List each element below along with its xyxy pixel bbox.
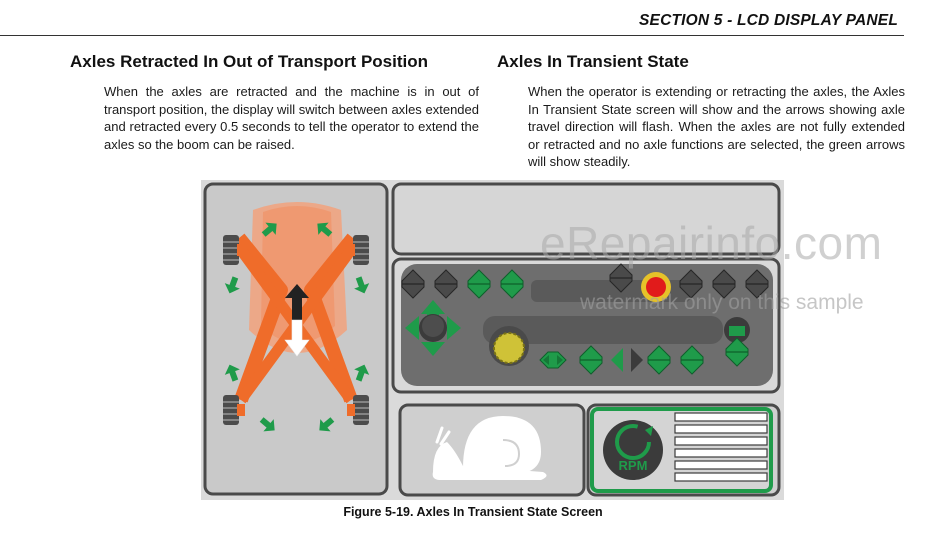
section-title: SECTION 5 - LCD DISPLAY PANEL xyxy=(639,12,898,29)
figure-caption: Figure 5-19. Axles In Transient State Sc… xyxy=(343,505,603,519)
rpm-level-bars xyxy=(674,412,768,482)
snail-icon xyxy=(432,416,547,480)
bottom-row-buttons xyxy=(539,345,704,375)
right-joystick xyxy=(724,317,750,367)
lcd-figure: RPM xyxy=(201,180,784,500)
yellow-knob xyxy=(489,326,529,366)
left-joystick xyxy=(405,300,461,356)
left-paragraph: When the axles are retracted and the mac… xyxy=(104,84,479,152)
rpm-icon: RPM xyxy=(603,420,663,480)
machine-axle-icon xyxy=(222,202,372,437)
header-rule xyxy=(0,35,904,36)
emergency-stop-icon xyxy=(641,272,671,302)
right-heading: Axles In Transient State xyxy=(497,52,689,71)
message-panel xyxy=(391,182,781,256)
rpm-label: RPM xyxy=(619,458,648,473)
right-paragraph: When the operator is extending or retrac… xyxy=(528,84,905,169)
left-heading: Axles Retracted In Out of Transport Posi… xyxy=(70,52,428,71)
bottom-slot xyxy=(483,316,723,344)
watermark-main: eRepairinfo.com xyxy=(540,217,883,269)
watermark-sub: watermark only on this sample xyxy=(580,291,864,314)
